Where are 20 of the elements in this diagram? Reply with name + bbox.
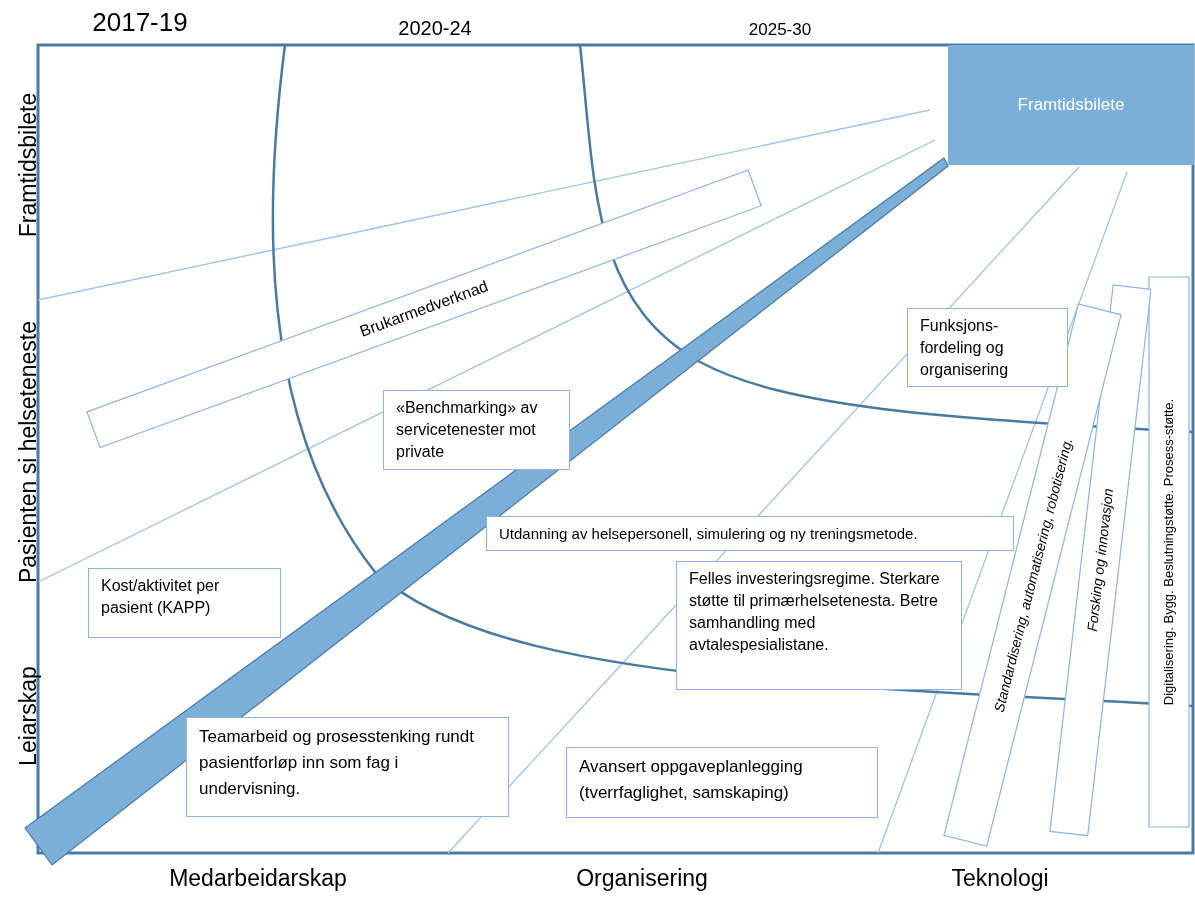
axis-label: Pasienten si helseteneste: [14, 319, 42, 586]
text-box: Kost/aktivitet per pasient (KAPP): [88, 568, 281, 638]
axis-label: Framtidsbilete: [14, 91, 42, 240]
highlight-box: Framtidsbilete: [948, 45, 1194, 165]
bar-label: Digitalisering. Bygg. Beslutningstøtte. Prosess-støtte.: [1160, 398, 1177, 706]
axis-label: Leiarskap: [14, 665, 42, 768]
vertical-bar: [1148, 276, 1190, 828]
text-box: «Benchmarking» av servicetenester mot private: [383, 390, 570, 470]
axis-label: 2017-19: [91, 8, 189, 36]
text-box: Teamarbeid og prosesstenking rundt pasientforløp inn som fag i undervisning.: [186, 717, 509, 817]
axis-label: 2025-30: [747, 19, 813, 41]
axis-label: Medarbeidarskap: [168, 864, 348, 892]
text-box: Utdanning av helsepersonell, simulering og ny treningsmetode.: [486, 516, 1014, 551]
axis-label: Organisering: [575, 864, 709, 892]
axis-label: 2020-24: [397, 16, 473, 41]
text-box: Avansert oppgaveplanlegging (tverrfaglighet, samskaping): [566, 747, 878, 818]
bar-label: Forsking og innovasjon: [1082, 487, 1118, 633]
text-box: Funksjons- fordeling og organisering: [907, 308, 1068, 387]
text-box: Felles investeringsregime. Sterkare støtte til primærhelsetenesta. Betre samhandling med avtalespesialistane.: [676, 561, 962, 690]
axis-label: Teknologi: [950, 864, 1050, 892]
